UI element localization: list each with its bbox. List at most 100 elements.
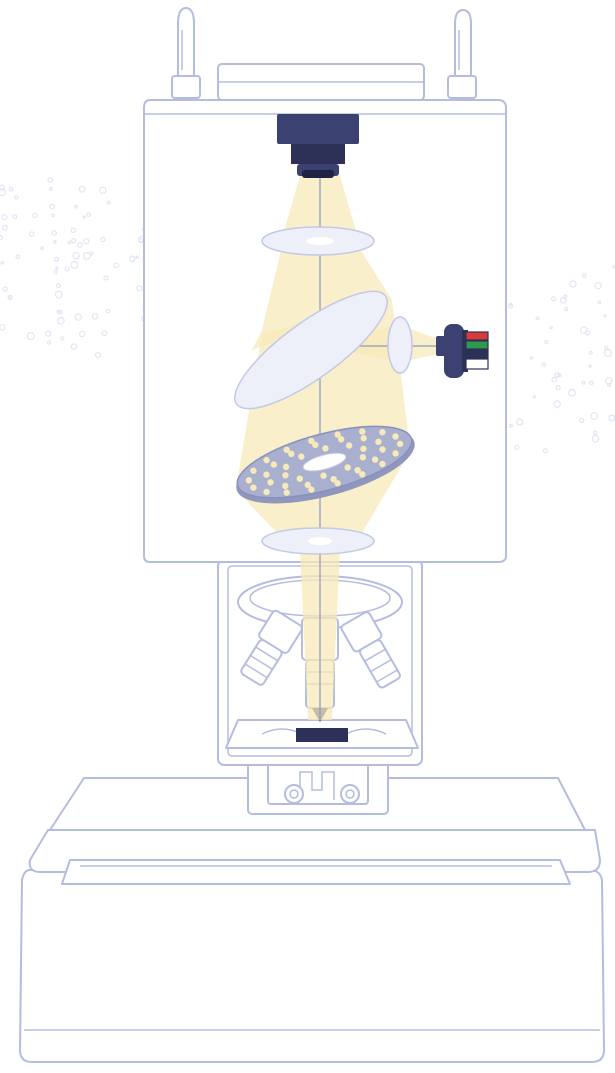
- background-dot: [530, 357, 532, 359]
- background-dot: [54, 271, 57, 274]
- background-dot: [107, 201, 110, 204]
- background-dot: [61, 337, 64, 340]
- background-dot: [101, 237, 105, 241]
- background-dot: [1, 262, 3, 264]
- background-dot: [608, 384, 611, 387]
- background-dot: [80, 331, 85, 336]
- background-dot: [114, 263, 119, 268]
- background-dot: [137, 286, 142, 291]
- specimen-slide: [296, 728, 348, 742]
- background-dot: [582, 381, 585, 384]
- background-dot: [92, 314, 97, 319]
- background-dot: [582, 274, 586, 278]
- background-dot: [48, 178, 53, 183]
- background-dot: [15, 196, 18, 199]
- background-dot: [104, 276, 108, 280]
- background-dot: [589, 352, 592, 355]
- background-dot: [41, 247, 44, 250]
- background-dot: [65, 267, 69, 271]
- background-dot: [592, 435, 598, 441]
- background-dot: [50, 204, 54, 208]
- background-dot: [8, 297, 10, 299]
- background-dot: [545, 340, 548, 343]
- background-dot: [16, 255, 19, 258]
- background-dot: [570, 281, 576, 287]
- background-dot: [84, 239, 89, 244]
- background-dot: [136, 256, 138, 258]
- background-dot: [2, 215, 7, 220]
- background-dot: [565, 308, 568, 311]
- background-dot: [2, 225, 7, 230]
- background-dot: [605, 346, 608, 349]
- background-dot: [56, 267, 58, 269]
- background-dot: [605, 350, 612, 357]
- background-dot: [83, 216, 85, 218]
- background-dot: [71, 228, 75, 232]
- background-dot: [609, 415, 615, 421]
- background-dot: [515, 445, 519, 449]
- background-dot: [96, 353, 101, 358]
- background-dot: [46, 331, 51, 336]
- background-dot: [552, 297, 556, 301]
- background-dot: [0, 325, 5, 330]
- background-dot: [33, 213, 37, 217]
- background-dot: [87, 213, 91, 217]
- background-dot: [47, 341, 50, 344]
- background-dot: [90, 252, 93, 255]
- background-dot: [517, 419, 523, 425]
- background-dot: [56, 291, 63, 298]
- top-aperture-disc: [262, 227, 374, 255]
- background-dot: [27, 333, 34, 340]
- background-dot: [550, 327, 552, 329]
- background-dot: [72, 239, 76, 243]
- background-dot: [591, 413, 598, 420]
- background-dot: [509, 304, 513, 308]
- background-dot: [58, 318, 65, 325]
- background-dot: [73, 253, 79, 259]
- background-dot: [533, 396, 535, 398]
- background-dot: [100, 187, 106, 193]
- background-dot: [569, 389, 576, 396]
- background-dot: [13, 215, 17, 219]
- background-dot: [10, 188, 13, 191]
- background-dot: [102, 331, 107, 336]
- background-dot: [52, 214, 55, 217]
- background-dot: [30, 232, 34, 236]
- background-dot: [543, 449, 547, 453]
- background-dot: [130, 256, 135, 261]
- side-lens: [388, 317, 412, 373]
- background-dot: [556, 386, 560, 390]
- background-dot: [78, 243, 83, 248]
- background-dot: [560, 298, 566, 304]
- background-dot: [581, 327, 587, 333]
- background-dot: [75, 205, 78, 208]
- background-dot: [79, 186, 85, 192]
- background-dot: [68, 241, 71, 244]
- background-dot: [106, 310, 109, 313]
- background-dot: [594, 431, 597, 434]
- background-dot: [54, 241, 56, 243]
- background-dot: [75, 314, 81, 320]
- background-dot: [50, 187, 53, 190]
- background-dot: [589, 365, 591, 367]
- background-dot: [0, 236, 2, 240]
- bottom-aperture-disc: [262, 528, 374, 554]
- background-dot: [604, 315, 606, 317]
- background-dot: [71, 262, 78, 269]
- background-dot: [536, 317, 539, 320]
- background-dot: [542, 363, 545, 366]
- background-dot: [54, 257, 58, 261]
- background-dot: [3, 287, 7, 291]
- microscope-base: [20, 778, 604, 1062]
- background-dot: [580, 418, 584, 422]
- background-dot: [510, 424, 513, 427]
- background-dot: [71, 344, 76, 349]
- background-dot: [554, 401, 560, 407]
- background-dot: [52, 231, 56, 235]
- background-dot: [595, 283, 601, 289]
- background-dot: [57, 284, 61, 288]
- background-dot: [590, 381, 594, 385]
- background-dot: [552, 377, 557, 382]
- background-dot: [598, 301, 601, 304]
